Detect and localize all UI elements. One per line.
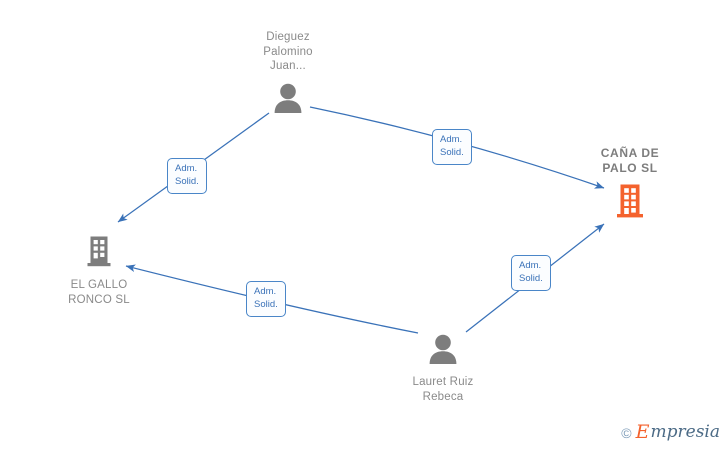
node-label-cana-de-palo: CAÑA DE PALO SL [600, 146, 660, 175]
person-icon [274, 83, 302, 113]
edge-label-lauret-cana[interactable]: Adm. Solid. [511, 255, 551, 291]
edge-label-lauret-gallo[interactable]: Adm. Solid. [246, 281, 286, 317]
empresia-watermark: © E mpresia [621, 423, 720, 442]
node-el-gallo-ronco-sl[interactable]: EL GALLO RONCO SL [19, 232, 179, 307]
person-icon [429, 334, 457, 364]
building-icon [617, 184, 643, 218]
edge-label-dieguez-cana[interactable]: Adm. Solid. [432, 129, 472, 165]
node-label-lauret-ruiz: Lauret Ruiz Rebeca [412, 376, 474, 403]
node-label-el-gallo-ronco: EL GALLO RONCO SL [68, 279, 130, 306]
copyright-icon: © [621, 424, 632, 441]
brand-name: mpresia [650, 422, 721, 442]
node-dieguez-palomino-juan[interactable]: Dieguez Palomino Juan... [208, 30, 368, 119]
node-lauret-ruiz-rebeca[interactable]: Lauret Ruiz Rebeca [363, 330, 523, 404]
node-cana-de-palo-sl[interactable]: CAÑA DE PALO SL [550, 146, 710, 221]
node-label-dieguez: Dieguez Palomino Juan... [263, 31, 313, 72]
brand-initial: E [635, 421, 650, 443]
building-icon [87, 236, 111, 267]
edge-label-dieguez-gallo[interactable]: Adm. Solid. [167, 158, 207, 194]
